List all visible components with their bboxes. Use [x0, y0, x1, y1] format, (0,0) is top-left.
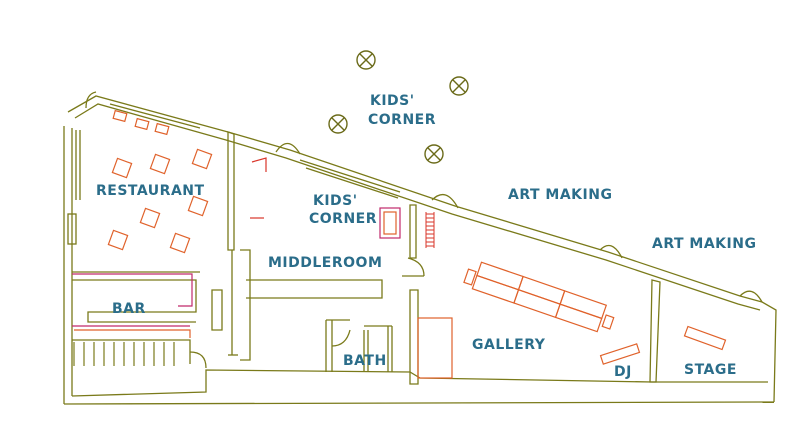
- light-fixture-ring: [449, 76, 469, 96]
- stage-platform: [683, 325, 727, 351]
- label-dj: DJ: [614, 364, 632, 380]
- dining-table: [149, 153, 171, 175]
- label-kids-corner-inside-2: CORNER: [309, 211, 377, 227]
- light-fixture-cross: [452, 79, 466, 93]
- gallery-panel: [417, 317, 453, 379]
- bar-back-shelf: [74, 329, 191, 338]
- work-table: [471, 274, 520, 304]
- label-kids-corner-outside-1: KIDS': [370, 93, 415, 109]
- light-fixture-icon: [449, 76, 469, 96]
- light-fixture-ring: [424, 144, 444, 164]
- label-bath: BATH: [343, 353, 387, 369]
- light-fixture-icon: [424, 144, 444, 164]
- label-stage: STAGE: [684, 362, 737, 378]
- door-mark: [251, 157, 267, 172]
- light-fixture-cross: [427, 147, 441, 161]
- label-middleroom: MIDDLEROOM: [268, 255, 382, 271]
- kids-play-table: [379, 207, 401, 239]
- furniture: [72, 109, 727, 379]
- stairs: [73, 342, 175, 366]
- light-fixture-cross: [331, 117, 345, 131]
- dining-table: [111, 157, 133, 179]
- label-art-making-1: ART MAKING: [508, 187, 612, 203]
- table-end: [601, 314, 615, 330]
- label-gallery: GALLERY: [472, 337, 546, 353]
- table-end: [463, 268, 477, 286]
- label-kids-corner-inside-1: KIDS': [313, 193, 358, 209]
- kids-play-mat: [383, 211, 397, 235]
- light-fixture-ring: [328, 114, 348, 134]
- work-table: [559, 290, 608, 320]
- interior-walls: [72, 131, 661, 385]
- light-fixture-cross: [359, 53, 373, 67]
- dining-table: [191, 148, 213, 170]
- work-table: [554, 303, 603, 333]
- label-bar: BAR: [112, 301, 146, 317]
- label-art-making-2: ART MAKING: [652, 236, 756, 252]
- light-fixture-icon: [328, 114, 348, 134]
- light-fixtures: [328, 50, 469, 164]
- dining-table: [139, 207, 161, 229]
- small-table: [134, 117, 150, 131]
- small-table: [154, 122, 170, 136]
- small-table: [112, 109, 128, 123]
- light-fixture-ring: [356, 50, 376, 70]
- label-kids-corner-outside-2: CORNER: [368, 112, 436, 128]
- rack: [425, 212, 435, 248]
- work-table: [517, 275, 566, 305]
- label-restaurant: RESTAURANT: [96, 183, 205, 199]
- light-fixture-icon: [356, 50, 376, 70]
- dining-table: [169, 232, 191, 254]
- work-table: [513, 289, 561, 319]
- dining-table: [187, 195, 209, 217]
- dj-booth: [599, 343, 641, 365]
- work-table: [476, 261, 524, 291]
- bar-counter: [72, 273, 193, 307]
- dining-table: [107, 229, 129, 251]
